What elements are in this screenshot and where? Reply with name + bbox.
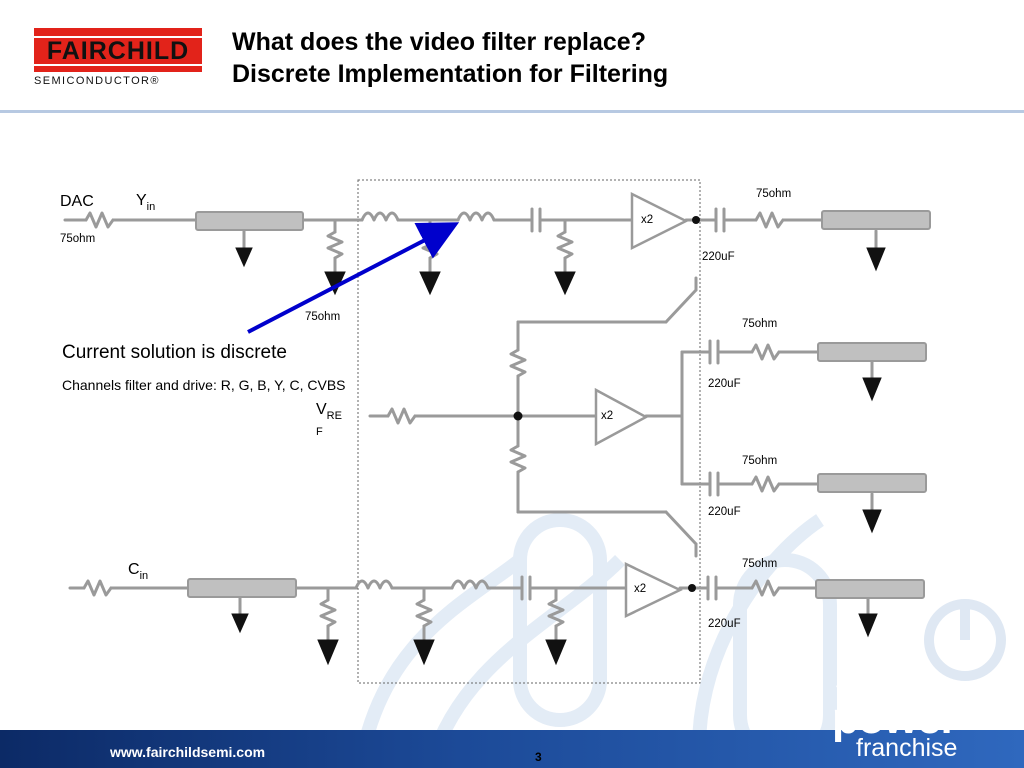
resistor-out-c-value: 75ohm bbox=[742, 558, 778, 570]
footer-band bbox=[0, 730, 1024, 768]
junction-amp-y bbox=[692, 216, 700, 224]
footer-url-link[interactable]: www.fairchildsemi.com bbox=[110, 744, 266, 760]
logo-subtitle: SEMICONDUCTOR® bbox=[34, 75, 160, 87]
amp-ref-gain: x2 bbox=[601, 410, 614, 422]
resistor-out-3-value: 75ohm bbox=[742, 455, 778, 467]
brand-power: power bbox=[832, 694, 958, 743]
load-output-2 bbox=[817, 342, 927, 362]
inductor-y-1 bbox=[360, 211, 400, 222]
resistor-out-3 bbox=[750, 475, 781, 493]
resistor-out-y-value: 75ohm bbox=[756, 188, 792, 200]
ground-out-c bbox=[858, 613, 878, 638]
resistor-vref bbox=[386, 407, 417, 425]
resistor-dac-value: 75ohm bbox=[60, 233, 96, 245]
power-franchise-logo: the power tm franchise bbox=[832, 676, 1012, 768]
shunt-resistor-c-1 bbox=[319, 598, 337, 628]
vref-main: V bbox=[316, 401, 327, 418]
cap-out-2-value: 220uF bbox=[708, 378, 741, 390]
ground-shunt-y-2 bbox=[419, 271, 441, 296]
vref-label: VRE bbox=[316, 401, 342, 422]
c-in-sub: in bbox=[139, 570, 149, 582]
logo-bar-top bbox=[34, 28, 202, 36]
c-in-label: Cin bbox=[128, 561, 148, 582]
filter-boundary bbox=[357, 179, 701, 684]
amplifier-ref bbox=[594, 387, 649, 447]
vref-sub-wrap: F bbox=[316, 426, 323, 438]
y-in-label: Yin bbox=[136, 192, 155, 213]
slide-title-line-2: Discrete Implementation for Filtering bbox=[232, 60, 669, 88]
note-channels: Channels filter and drive: R, G, B, Y, C… bbox=[62, 377, 346, 393]
resistor-out-2 bbox=[750, 343, 781, 361]
vref-sub: RE bbox=[326, 410, 342, 422]
brand-franchise: franchise bbox=[856, 734, 958, 762]
shunt-resistor-y-1 bbox=[326, 230, 344, 260]
cap-out-y-value: 220uF bbox=[702, 251, 735, 263]
amplifier-y bbox=[630, 191, 689, 251]
resistor-out-y bbox=[754, 211, 785, 229]
shunt-resistor-c-2 bbox=[415, 598, 433, 628]
shunt-resistor-y-3 bbox=[556, 230, 574, 260]
junction-ref bbox=[513, 411, 523, 421]
y-in-main: Y bbox=[136, 192, 147, 209]
divider-resistor-bottom bbox=[509, 444, 527, 474]
page-number: 3 bbox=[535, 750, 542, 764]
junction-amp-c bbox=[688, 584, 696, 592]
resistor-out-2-value: 75ohm bbox=[742, 318, 778, 330]
inductor-y-2 bbox=[456, 211, 496, 222]
shunt-resistor-value: 75ohm bbox=[305, 311, 341, 323]
ground-out-y bbox=[866, 247, 886, 272]
ground-shunt-y-3 bbox=[554, 271, 576, 296]
amp-y-gain: x2 bbox=[641, 214, 654, 226]
ground-shunt-c-3 bbox=[545, 639, 567, 666]
ground-out-2 bbox=[862, 377, 882, 402]
ground-load-y bbox=[235, 247, 253, 268]
divider-resistor-top bbox=[509, 348, 527, 378]
load-output-y bbox=[821, 210, 931, 230]
brand-tm: tm bbox=[994, 698, 1002, 705]
header-divider bbox=[0, 110, 1024, 113]
pointer-arrow bbox=[247, 222, 460, 334]
resistor-dac-y bbox=[84, 211, 115, 229]
dac-label: DAC bbox=[60, 193, 94, 210]
load-input-c bbox=[187, 578, 297, 598]
load-output-c bbox=[815, 579, 925, 599]
fairchild-logo: FAIRCHILD SEMICONDUCTOR® bbox=[34, 28, 202, 90]
ground-shunt-c-1 bbox=[317, 639, 339, 666]
note-current-solution: Current solution is discrete bbox=[62, 342, 287, 363]
brand-the: the bbox=[836, 675, 873, 705]
amplifier-c bbox=[624, 562, 683, 618]
shunt-resistor-c-3 bbox=[547, 598, 565, 628]
cap-out-c-value: 220uF bbox=[708, 618, 741, 630]
ground-load-c bbox=[231, 613, 249, 634]
inductor-c-2 bbox=[450, 579, 490, 590]
y-in-sub: in bbox=[146, 201, 156, 213]
load-input-y bbox=[195, 211, 304, 231]
inductor-c-1 bbox=[354, 579, 394, 590]
load-output-3 bbox=[817, 473, 927, 493]
resistor-out-c bbox=[750, 579, 781, 597]
c-in-main: C bbox=[128, 561, 140, 578]
resistor-dac-c bbox=[82, 579, 113, 597]
amp-c-gain: x2 bbox=[634, 583, 647, 595]
slide-title: What does the video filter replace? Disc… bbox=[232, 26, 932, 90]
ground-shunt-c-2 bbox=[413, 639, 435, 666]
logo-wordmark: FAIRCHILD bbox=[34, 38, 202, 64]
ground-out-3 bbox=[862, 509, 882, 534]
cap-out-3-value: 220uF bbox=[708, 506, 741, 518]
logo-bar-mid bbox=[34, 66, 202, 72]
slide-title-line-1: What does the video filter replace? bbox=[232, 28, 646, 56]
